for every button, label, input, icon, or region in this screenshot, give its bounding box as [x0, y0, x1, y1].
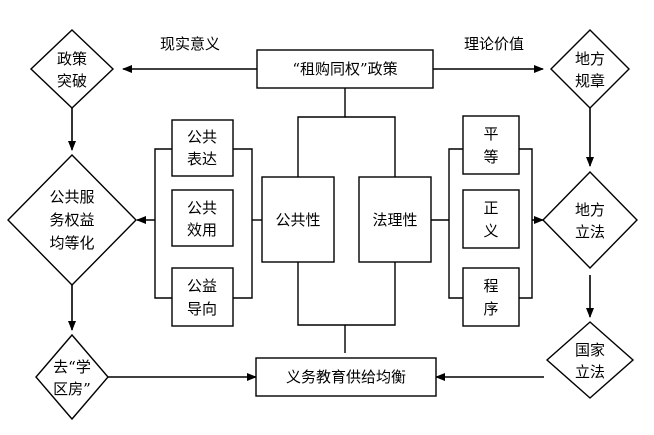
local-legislation-line-2: 立法: [575, 223, 605, 241]
public-expression-box: [171, 119, 234, 177]
policy-box: [256, 49, 434, 89]
policy-breakthrough-diamond: [29, 29, 115, 109]
supply-balance-box: [255, 357, 437, 397]
equal-box: [462, 115, 520, 175]
public-orientation-box: [171, 267, 234, 327]
public-utility-box: [171, 189, 234, 247]
connector-top-to-public: [297, 88, 346, 177]
national-legislation-line-1: 国家: [575, 341, 605, 359]
public-nature-label: 公共性: [275, 211, 320, 229]
connector-centers-bottom: [297, 262, 396, 326]
school-district-diamond: [35, 333, 109, 421]
local-rules-line-1: 地方: [575, 50, 605, 68]
policy-label: “租购同权”政策: [292, 60, 397, 78]
justice-box: [462, 189, 520, 249]
local-rules-line-2: 规章: [575, 72, 605, 90]
school-district-line-2: 区房”: [53, 380, 91, 398]
right-inner-bracket: [448, 148, 463, 299]
supply-balance-label: 义务教育供给均衡: [286, 368, 406, 386]
public-utility-line-1: 公共: [187, 199, 217, 217]
policy-breakthrough-line-2: 突破: [57, 72, 87, 90]
public-expression-line-2: 表达: [187, 150, 217, 168]
local-legislation-line-1: 地方: [575, 201, 605, 219]
national-legislation-line-2: 立法: [575, 363, 605, 381]
practical-meaning-label: 现实意义: [160, 35, 220, 53]
justice-line-1: 正: [483, 199, 498, 217]
public-utility-line-2: 效用: [187, 221, 217, 239]
local-rules-diamond: [550, 29, 630, 109]
public-nature-box: [261, 176, 335, 263]
equalization-line-2: 务权益: [49, 211, 94, 229]
equalization-diamond: [7, 154, 137, 286]
right-bracket: [519, 148, 533, 299]
public-orientation-line-1: 公益: [187, 277, 217, 295]
procedure-line-2: 序: [483, 300, 498, 318]
procedure-box: [462, 267, 520, 327]
connector-top-to-legal: [345, 116, 396, 177]
left-bracket: [154, 148, 172, 299]
equalization-line-1: 公共服: [49, 188, 94, 206]
public-expression-line-1: 公共: [187, 128, 217, 146]
public-orientation-line-2: 导向: [187, 300, 217, 318]
school-district-line-1: 去“学: [53, 358, 91, 376]
equal-line-2: 等: [483, 148, 498, 166]
left-inner-bracket: [233, 148, 253, 299]
procedure-line-1: 程: [483, 277, 498, 295]
legal-nature-box: [358, 176, 432, 263]
theoretical-value-label: 理论价值: [464, 35, 524, 53]
legal-nature-label: 法理性: [372, 211, 417, 229]
equal-line-1: 平: [483, 125, 498, 143]
local-legislation-diamond: [542, 170, 638, 270]
policy-breakthrough-line-1: 政策: [57, 50, 87, 68]
justice-line-2: 义: [483, 222, 498, 240]
national-legislation-diamond: [545, 321, 635, 399]
equalization-line-3: 均等化: [49, 234, 94, 252]
